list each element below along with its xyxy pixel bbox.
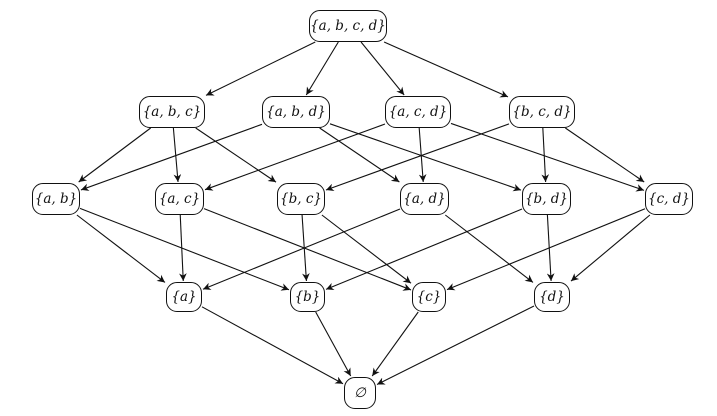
edge-ad-to-d <box>444 214 534 283</box>
node-cd: {c, d} <box>645 183 693 215</box>
edge-abcd-to-abd <box>305 41 339 96</box>
edge-acd-to-cd <box>450 122 645 192</box>
edge-ab-to-a <box>76 214 166 283</box>
node-d: {d} <box>534 282 570 312</box>
node-ac: {a, c} <box>155 183 204 215</box>
edge-ab-to-b <box>79 207 290 291</box>
node-abcd: {a, b, c, d} <box>309 10 387 42</box>
node-bd: {b, d} <box>522 183 571 215</box>
edge-bcd-to-cd <box>565 127 645 183</box>
node-empty-set: ∅ <box>344 377 376 409</box>
node-abc: {a, b, c} <box>139 96 205 128</box>
edge-abcd-to-abc <box>205 41 316 96</box>
node-b: {b} <box>290 282 325 312</box>
edge-abc-to-bc <box>195 127 277 183</box>
edge-bcd-to-bc <box>325 123 510 191</box>
node-bc: {b, c} <box>277 183 325 215</box>
node-c: {c} <box>412 282 446 312</box>
edge-bcd-to-bd <box>541 127 550 183</box>
edge-b-to-empty <box>315 311 352 377</box>
edge-ac-to-a <box>179 214 187 282</box>
edge-bd-to-b <box>325 208 523 291</box>
edge-ac-to-c <box>203 208 412 291</box>
edge-abcd-to-acd <box>360 41 405 96</box>
edge-acd-to-ac <box>204 123 386 191</box>
edge-abd-to-ad <box>319 127 400 183</box>
edge-a-to-empty <box>201 306 344 385</box>
edge-abcd-to-bcd <box>383 41 509 98</box>
node-ab: {a, b} <box>32 183 80 215</box>
edge-cd-to-d <box>570 214 651 282</box>
edge-acd-to-ad <box>418 127 427 183</box>
node-abd: {a, b, d} <box>262 96 330 128</box>
edge-cd-to-c <box>446 208 646 291</box>
edge-c-to-empty <box>371 311 419 377</box>
edge-ad-to-a <box>202 208 401 290</box>
edge-abc-to-ab <box>78 127 151 183</box>
edge-abd-to-ab <box>80 123 263 191</box>
node-bcd: {b, c, d} <box>509 96 575 128</box>
edge-abd-to-bd <box>329 123 522 192</box>
node-ad: {a, d} <box>400 183 449 215</box>
node-acd: {a, c, d} <box>385 96 451 128</box>
node-a: {a} <box>166 282 202 312</box>
edge-bc-to-c <box>321 214 412 284</box>
edge-abc-to-ac <box>172 127 182 183</box>
edge-d-to-empty <box>376 305 535 385</box>
